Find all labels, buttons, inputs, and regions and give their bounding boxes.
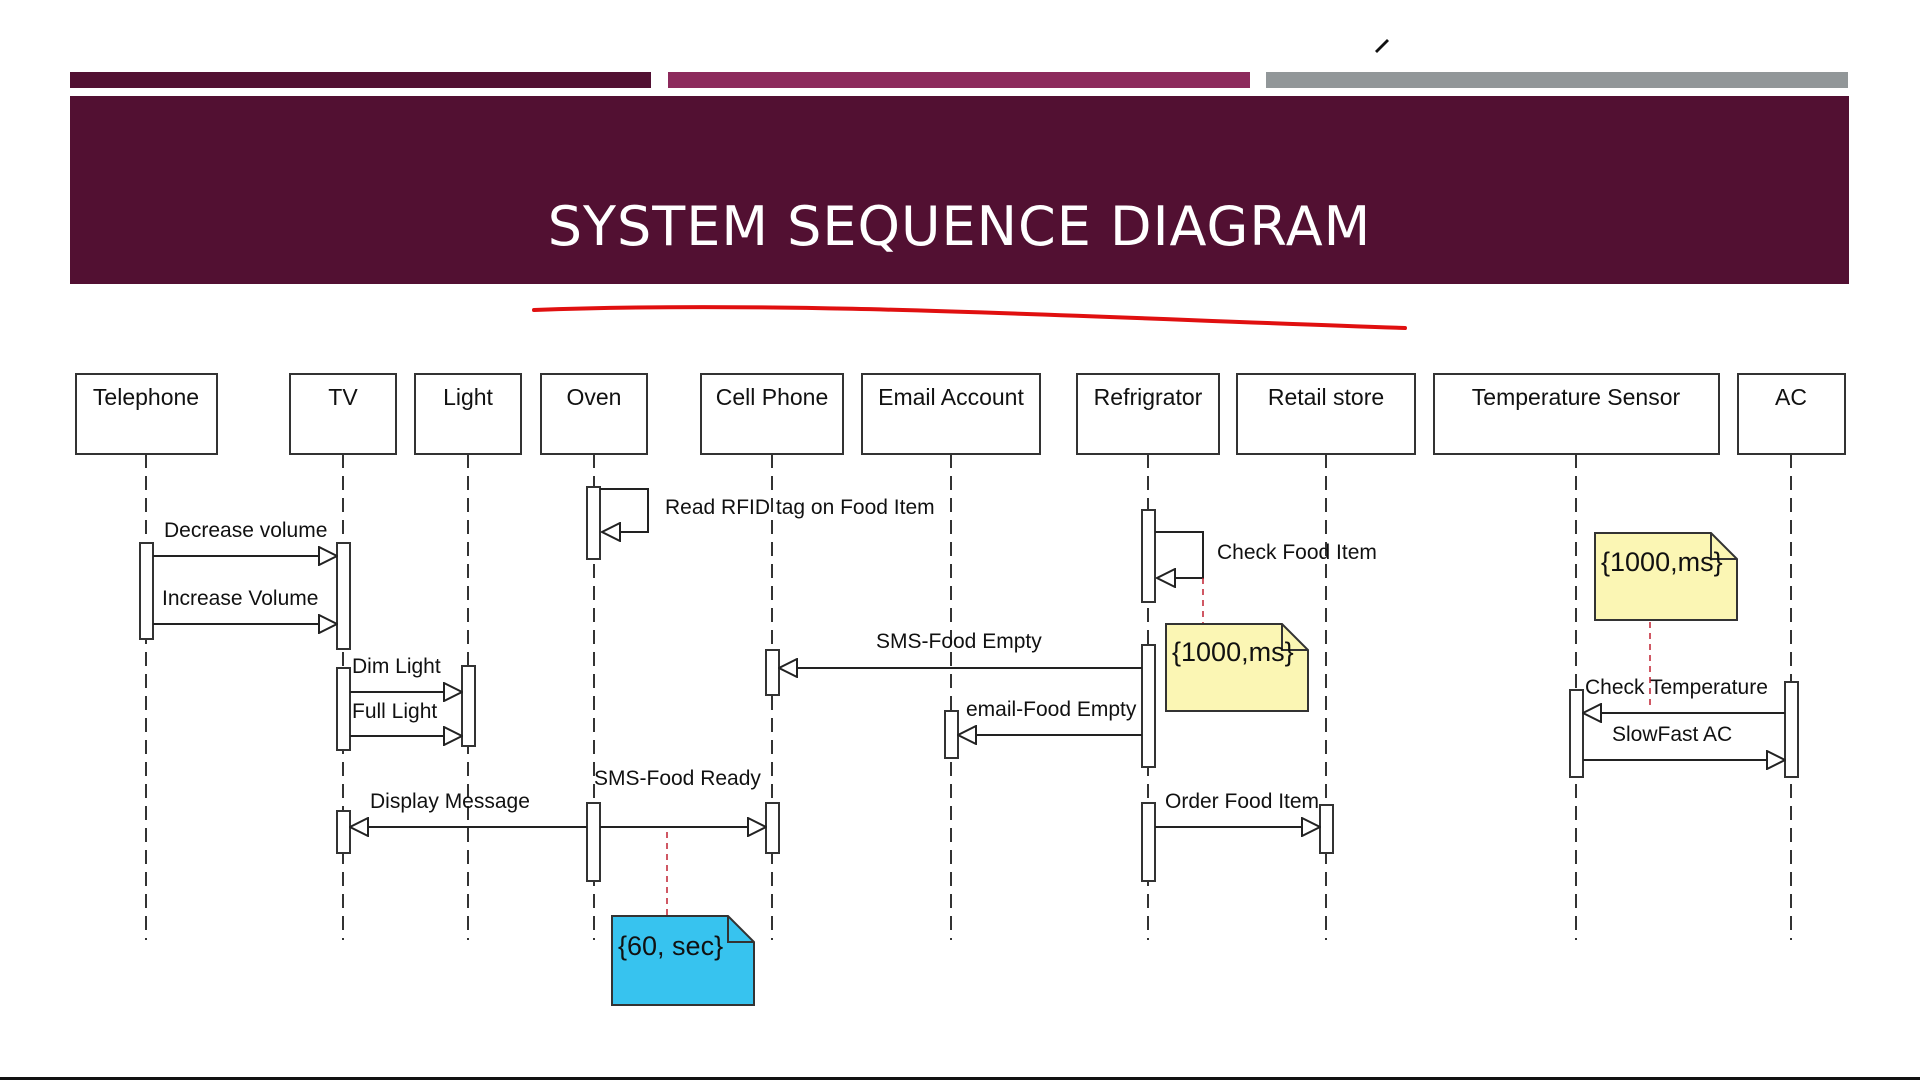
lifeline-tempsensor: Temperature Sensor xyxy=(1433,373,1720,455)
message-decrease-volume: Decrease volume xyxy=(153,519,337,556)
lifeline-email: Email Account xyxy=(861,373,1041,455)
message-sms-food-ready: SMS-Food Ready xyxy=(594,767,766,827)
message-label: Read RFID tag on Food Item xyxy=(665,496,935,519)
message-label: SMS-Food Ready xyxy=(594,767,761,790)
note-connectors xyxy=(666,578,1651,915)
lifeline-light: Light xyxy=(414,373,522,455)
note-label: {60, sec} xyxy=(618,931,723,961)
bottom-rule xyxy=(0,1077,1920,1080)
message-full-light: Full Light xyxy=(350,700,462,736)
lifeline-ac: AC xyxy=(1737,373,1846,455)
slide-title: SYSTEM SEQUENCE DIAGRAM xyxy=(547,195,1372,258)
lifeline-fridge: Refrigrator xyxy=(1076,373,1220,455)
message-label: Increase Volume xyxy=(162,587,318,610)
message-dim-light: Dim Light xyxy=(350,655,462,692)
accent-bar-dark xyxy=(70,72,651,88)
lifeline-retail: Retail store xyxy=(1236,373,1416,455)
message-email-food-empty: email-Food Empty xyxy=(958,698,1142,735)
lifeline-label: Telephone xyxy=(93,384,199,410)
message-label: Dim Light xyxy=(352,655,441,678)
note-label: {1000,ms} xyxy=(1172,637,1294,667)
lifeline-label: AC xyxy=(1775,384,1807,410)
message-slowfast-ac: SlowFast AC xyxy=(1583,723,1785,760)
message-sms-food-empty: SMS-Food Empty xyxy=(779,630,1142,668)
lifeline-label: Refrigrator xyxy=(1094,384,1203,410)
message-label: SlowFast AC xyxy=(1612,723,1732,746)
message-label: Check Temperature xyxy=(1585,676,1768,699)
message-label: Check Food Item xyxy=(1217,541,1377,564)
title-banner: SYSTEM SEQUENCE DIAGRAM xyxy=(70,96,1849,284)
message-label: Full Light xyxy=(352,700,437,723)
message-label: Decrease volume xyxy=(164,519,327,542)
timing-note-tempsensor: {1000,ms} xyxy=(1594,532,1738,621)
message-order-food-item: Order Food Item xyxy=(1155,790,1320,827)
timing-note-fridge: {1000,ms} xyxy=(1165,623,1309,712)
lifeline-label: Oven xyxy=(567,384,622,410)
lifeline-oven: Oven xyxy=(540,373,648,455)
lifeline-cellphone: Cell Phone xyxy=(700,373,844,455)
pen-cursor-icon xyxy=(1375,39,1389,53)
message-label: email-Food Empty xyxy=(966,698,1137,721)
note-label: {1000,ms} xyxy=(1601,547,1723,577)
lifeline-label: Email Account xyxy=(878,384,1024,410)
message-label: Order Food Item xyxy=(1165,790,1319,813)
timing-note-oven: {60, sec} xyxy=(611,915,755,1006)
accent-bar-gray xyxy=(1266,72,1848,88)
message-label: SMS-Food Empty xyxy=(876,630,1042,653)
activation-bars xyxy=(139,486,1799,882)
message-increase-volume: Increase Volume xyxy=(153,587,337,624)
lifeline-dashes xyxy=(145,454,1792,940)
lifeline-label: Cell Phone xyxy=(716,384,829,410)
accent-bar-magenta xyxy=(668,72,1250,88)
message-display-message: Display Message xyxy=(350,790,587,827)
message-check-temperature: Check Temperature xyxy=(1583,676,1785,713)
lifeline-label: Light xyxy=(443,384,493,410)
lifeline-tv: TV xyxy=(289,373,397,455)
message-self-fridge: Check Food Item xyxy=(1155,531,1377,578)
message-label: Display Message xyxy=(370,790,530,813)
lifeline-label: TV xyxy=(328,384,358,410)
message-self-oven: Read RFID tag on Food Item xyxy=(600,488,935,532)
lifeline-label: Retail store xyxy=(1268,384,1384,410)
lifeline-telephone: Telephone xyxy=(75,373,218,455)
lifeline-label: Temperature Sensor xyxy=(1472,384,1681,410)
